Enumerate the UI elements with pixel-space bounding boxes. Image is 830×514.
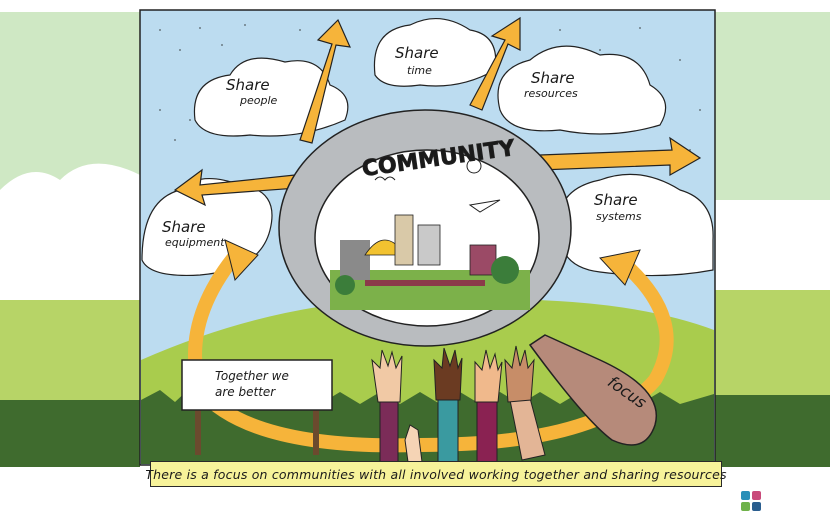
share-time-bottom: time xyxy=(407,64,432,77)
sign-text-line1: Together we xyxy=(215,369,289,383)
cloud-lower-right xyxy=(557,173,714,277)
share-equipment-bottom: equipment xyxy=(165,236,225,249)
arrow-icon xyxy=(539,136,702,177)
caption-text: There is a focus on communities with all… xyxy=(145,466,727,482)
raised-hands xyxy=(371,345,546,463)
side-panel-left xyxy=(0,12,140,467)
arrow-icon xyxy=(469,16,521,111)
raised-hand-icon xyxy=(379,399,399,463)
share-equipment-top: Share xyxy=(162,218,206,236)
magnifier-handle xyxy=(528,334,657,446)
share-people-top: Share xyxy=(226,76,270,94)
side-panel-right xyxy=(715,12,830,467)
bird-icon xyxy=(374,176,396,181)
share-resources-top: Share xyxy=(531,69,575,87)
raised-hand-icon xyxy=(476,399,498,463)
raised-hand-icon xyxy=(437,397,459,463)
magnifier xyxy=(278,109,657,446)
share-systems-top: Share xyxy=(594,191,638,209)
airplane-icon xyxy=(468,199,501,213)
sign-text-line2: are better xyxy=(215,385,276,399)
arrow-icon xyxy=(224,239,259,282)
caption-banner: There is a focus on communities with all… xyxy=(145,461,726,487)
arrow-icon xyxy=(599,249,641,286)
arrow-icon xyxy=(299,18,351,144)
share-people-bottom: people xyxy=(239,94,278,107)
cloud-top xyxy=(373,17,497,87)
cloud-right xyxy=(497,45,667,135)
share-time-top: Share xyxy=(395,44,439,62)
sun-icon xyxy=(466,158,482,174)
share-resources-bottom: resources xyxy=(524,87,578,100)
sign xyxy=(181,359,333,455)
arrow-icon xyxy=(173,168,299,207)
share-systems-bottom: systems xyxy=(596,210,642,223)
logo-icon xyxy=(741,491,761,511)
